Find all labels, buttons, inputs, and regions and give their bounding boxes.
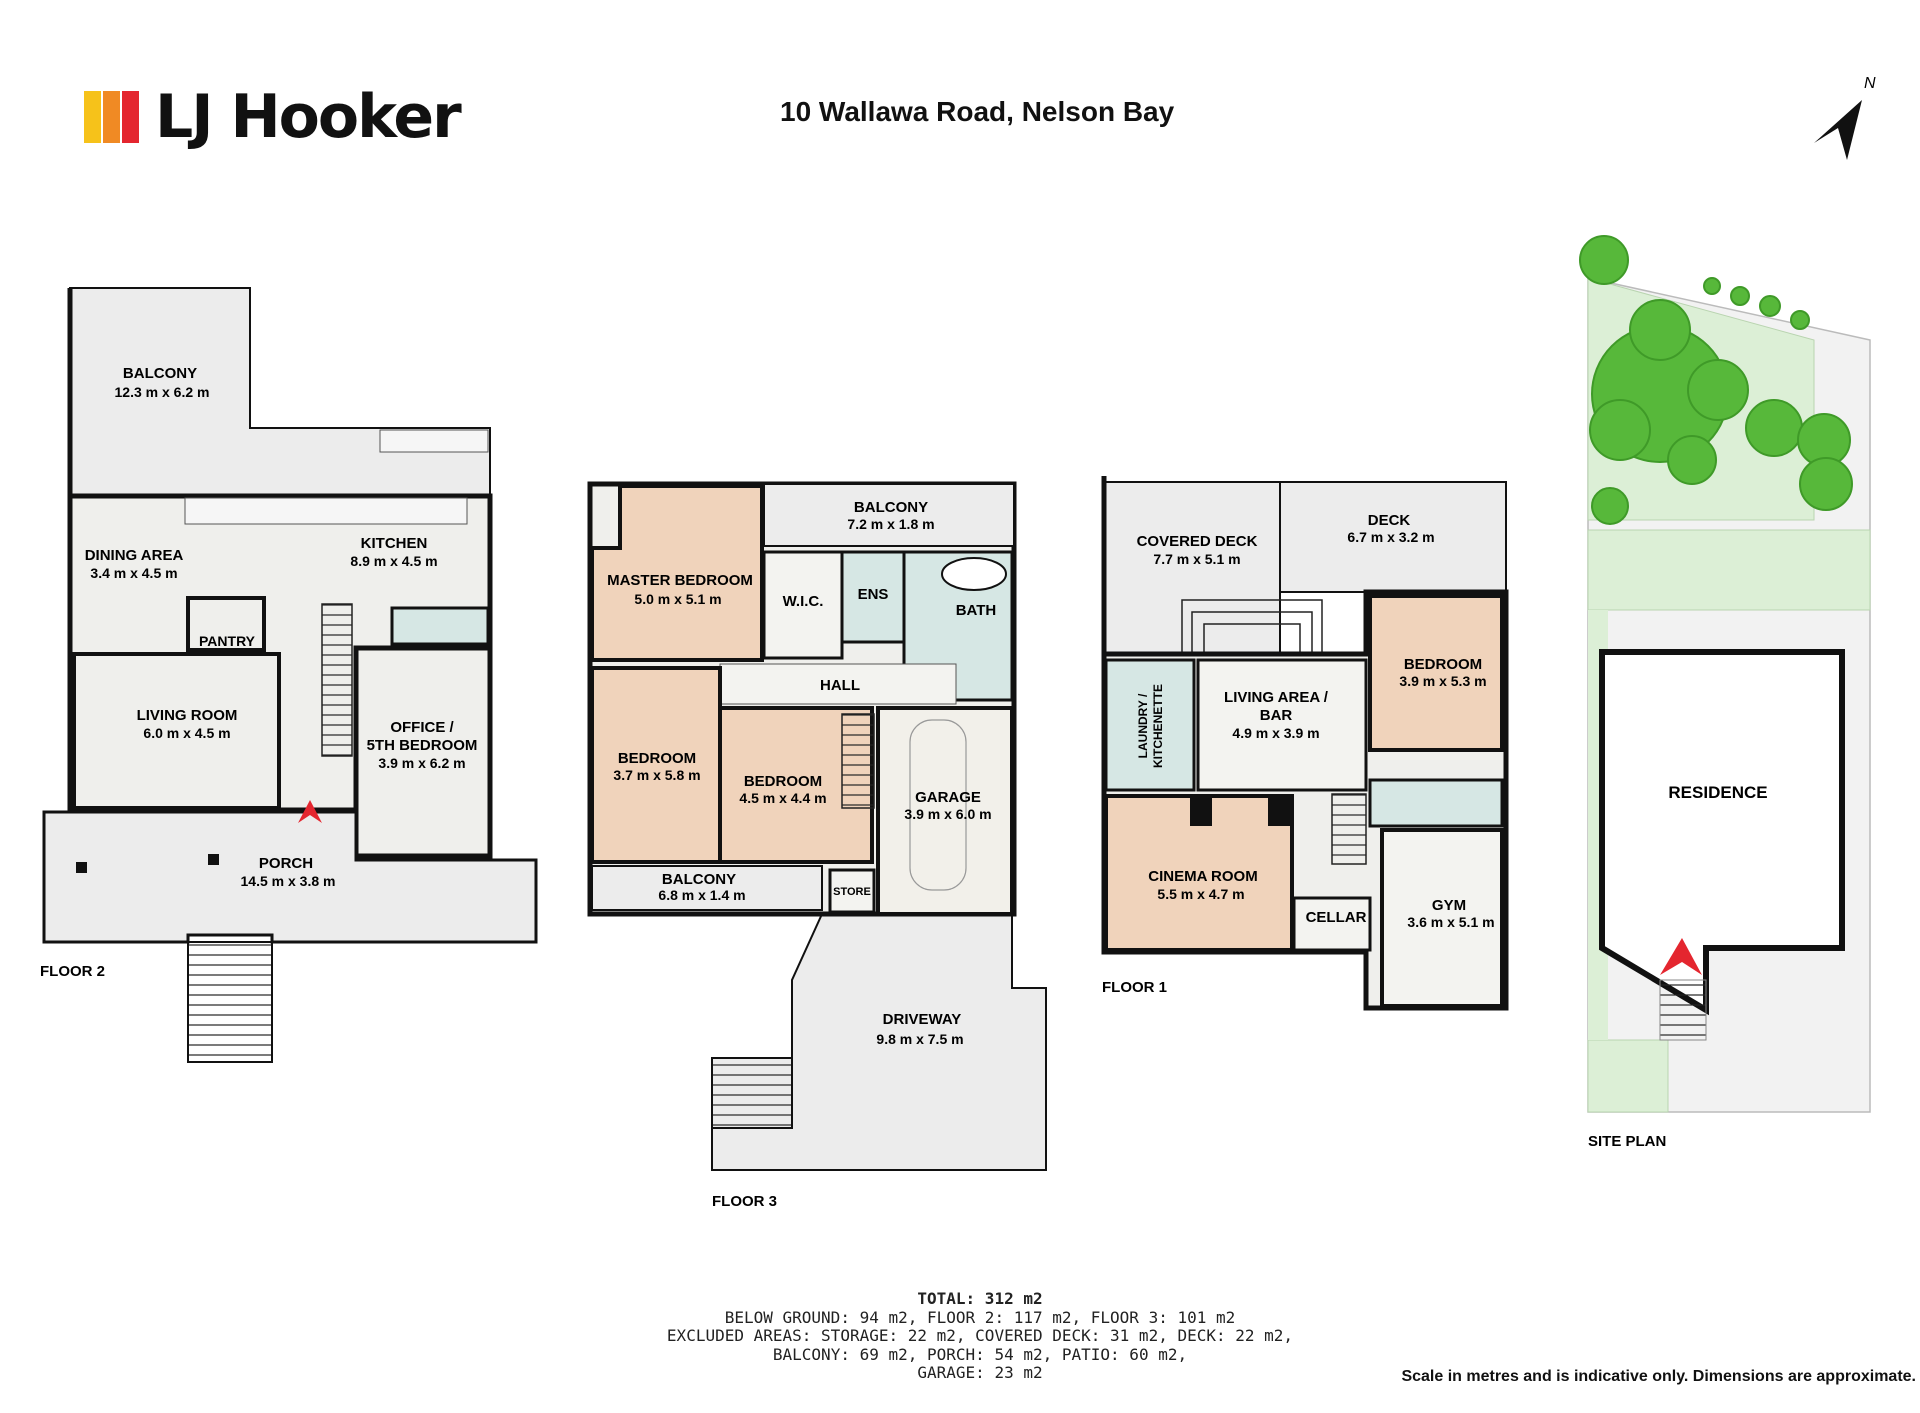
garage-dims: 3.9 m x 6.0 m: [904, 806, 991, 822]
totals-line-4: GARAGE: 23 m2: [917, 1363, 1043, 1382]
compass-label: N: [1864, 75, 1876, 92]
bedroom-b-name: BEDROOM: [744, 773, 822, 790]
logo-bars-icon: [84, 91, 141, 143]
kitchen-dims: 8.9 m x 4.5 m: [350, 553, 437, 569]
total-area: TOTAL: 312 m2: [917, 1289, 1043, 1308]
kitchen-name: KITCHEN: [361, 535, 428, 552]
site-plan-label: SITE PLAN: [1588, 1133, 1666, 1150]
floor-3-label: FLOOR 3: [712, 1193, 777, 1210]
cinema-room-dims: 5.5 m x 4.7 m: [1157, 886, 1244, 902]
f1-living-name-line2: BAR: [1260, 707, 1293, 724]
wic-name: W.I.C.: [783, 593, 824, 610]
floor-3-plan: [587, 481, 1047, 1171]
totals-line-2: EXCLUDED AREAS: STORAGE: 22 m2, COVERED …: [666, 1326, 1294, 1345]
deck-dims: 6.7 m x 3.2 m: [1347, 529, 1434, 545]
site-plan: [1579, 235, 1871, 1113]
f3-balcony-top-name: BALCONY: [854, 499, 928, 516]
garage-name: GARAGE: [915, 789, 981, 806]
dining-area-name: DINING AREA: [85, 547, 184, 564]
covered-deck-dims: 7.7 m x 5.1 m: [1153, 551, 1240, 567]
area-totals: TOTAL: 312 m2 BELOW GROUND: 94 m2, FLOOR…: [600, 1289, 1360, 1383]
floor-2-label: FLOOR 2: [40, 963, 105, 980]
f1-bedroom-name: BEDROOM: [1404, 656, 1482, 673]
totals-line-3: BALCONY: 69 m2, PORCH: 54 m2, PATIO: 60 …: [772, 1344, 1188, 1364]
f3-balcony-bottom-name: BALCONY: [662, 871, 736, 888]
bedroom-a-dims: 3.7 m x 5.8 m: [613, 767, 700, 783]
car-icon: [909, 719, 967, 891]
f1-living-dims: 4.9 m x 3.9 m: [1232, 725, 1319, 741]
porch-name: PORCH: [259, 855, 313, 872]
brand-name: LJ Hooker: [155, 82, 462, 152]
bedroom-a-name: BEDROOM: [618, 750, 696, 767]
floor-2-plan: [42, 287, 538, 1063]
f1-living-name-line1: LIVING AREA /: [1224, 689, 1329, 706]
living-room-dims: 6.0 m x 4.5 m: [143, 725, 230, 741]
floor-1-plan: [1101, 476, 1509, 1011]
office-name-line1: OFFICE /: [390, 719, 454, 736]
gym-dims: 3.6 m x 5.1 m: [1407, 914, 1494, 930]
cellar-name: CELLAR: [1306, 909, 1367, 926]
brand-logo: LJ Hooker: [84, 82, 462, 152]
cinema-room-name: CINEMA ROOM: [1148, 868, 1257, 885]
hall-name: HALL: [820, 677, 860, 694]
master-bedroom-name: MASTER BEDROOM: [607, 572, 753, 589]
laundry-name-line2: KITCHENETTE: [1151, 684, 1165, 768]
driveway-dims: 9.8 m x 7.5 m: [876, 1031, 963, 1047]
living-room-name: LIVING ROOM: [137, 707, 238, 724]
covered-deck-name: COVERED DECK: [1137, 533, 1258, 550]
tree-cluster-icon: [1579, 235, 1853, 525]
office-dims: 3.9 m x 6.2 m: [378, 755, 465, 771]
pantry-name: PANTRY: [199, 633, 256, 649]
totals-line-1: BELOW GROUND: 94 m2, FLOOR 2: 117 m2, FL…: [724, 1307, 1236, 1327]
ensuite-name: ENS: [858, 586, 889, 603]
gym-name: GYM: [1432, 897, 1466, 914]
balcony-name: BALCONY: [123, 365, 197, 382]
f3-balcony-top-dims: 7.2 m x 1.8 m: [847, 516, 934, 532]
north-arrow-icon: N: [1814, 75, 1876, 160]
bath-name: BATH: [956, 602, 997, 619]
residence-label: RESIDENCE: [1668, 783, 1767, 802]
scale-disclaimer: Scale in metres and is indicative only. …: [1401, 1368, 1916, 1385]
f3-balcony-bottom-dims: 6.8 m x 1.4 m: [658, 887, 745, 903]
property-address: 10 Wallawa Road, Nelson Bay: [780, 96, 1175, 127]
floor-1-label: FLOOR 1: [1102, 979, 1167, 996]
master-bedroom-dims: 5.0 m x 5.1 m: [634, 591, 721, 607]
f1-bedroom-dims: 3.9 m x 5.3 m: [1399, 673, 1486, 689]
entry-arrow-icon: [298, 800, 322, 823]
laundry-name-line1: LAUNDRY /: [1136, 693, 1150, 758]
site-entry-arrow-icon: [1660, 938, 1702, 975]
bedroom-b-dims: 4.5 m x 4.4 m: [739, 790, 826, 806]
porch-dims: 14.5 m x 3.8 m: [241, 873, 336, 889]
deck-name: DECK: [1368, 512, 1411, 529]
dining-area-dims: 3.4 m x 4.5 m: [90, 565, 177, 581]
office-name-line2: 5TH BEDROOM: [367, 737, 478, 754]
store-name: STORE: [833, 886, 871, 898]
driveway-name: DRIVEWAY: [883, 1011, 962, 1028]
balcony-dims: 12.3 m x 6.2 m: [115, 384, 210, 400]
